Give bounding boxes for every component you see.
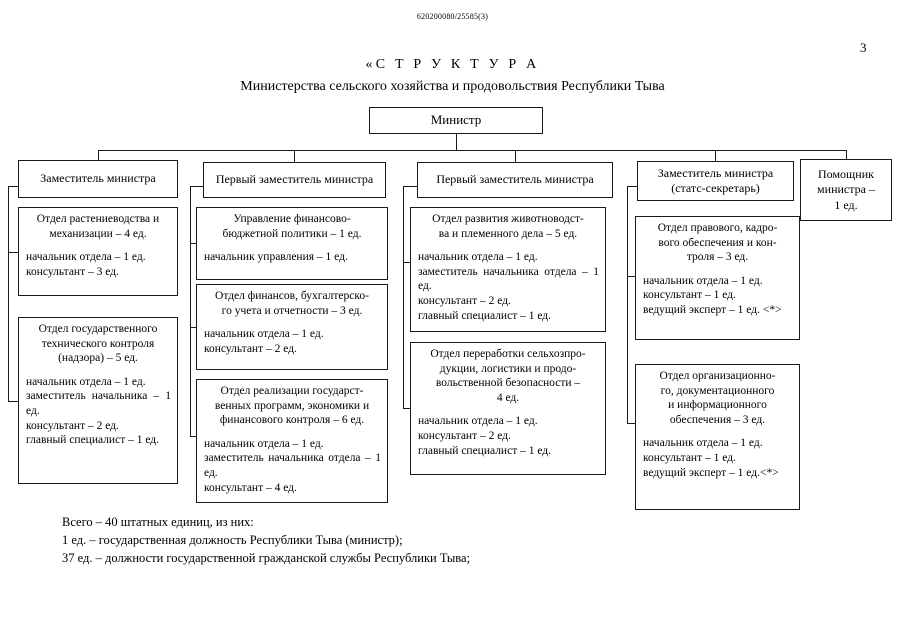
org-node-minister-assistant: Помощник министра – 1 ед.	[800, 159, 892, 221]
connector-line	[98, 150, 100, 161]
org-unit-box: Отдел реализации государст- венных прогр…	[196, 379, 388, 503]
connector-line	[403, 186, 418, 188]
connector-line	[8, 186, 10, 401]
org-node-label: Помощник министра – 1 ед.	[817, 167, 875, 212]
page-subtitle: Министерства сельского хозяйства и продо…	[240, 79, 665, 94]
staff-line: начальник отдела – 1 ед.	[418, 415, 538, 428]
org-unit-title: Отдел растениеводства и механизации – 4 …	[36, 213, 160, 240]
page-number: 3	[860, 40, 867, 55]
org-unit-title: Отдел реализации государст- венных прогр…	[214, 385, 370, 427]
staff-line: консультант – 1 ед.	[643, 289, 736, 302]
org-unit-title: Отдел финансов, бухгалтерско- го учета и…	[215, 290, 369, 317]
org-node-first-deputy-minister-2: Первый заместитель министра	[417, 162, 613, 198]
org-node-label: Первый заместитель министра	[215, 172, 374, 187]
org-unit-title: Отдел развития животноводст- ва и племен…	[432, 213, 584, 240]
connector-line	[294, 150, 296, 163]
document-code: 620200080/25585(3)	[416, 12, 489, 21]
staff-line: начальник отдела – 1 ед.	[204, 328, 324, 341]
connector-line	[190, 186, 192, 436]
connector-line	[8, 401, 19, 403]
org-node-label: Заместитель министра (статс-секретарь)	[657, 165, 774, 195]
connector-line	[190, 327, 197, 329]
staff-line: консультант – 2 ед.	[418, 429, 511, 442]
org-unit-box: Отдел переработки сельхозпро- дукции, ло…	[410, 342, 606, 475]
org-node-deputy-minister-1: Заместитель министра	[18, 160, 178, 198]
staff-line: консультант – 1 ед.	[643, 451, 736, 464]
staff-line: консультант – 3 ед.	[26, 265, 119, 278]
org-unit-staff-list: начальник отдела – 1 ед.консультант – 2 …	[411, 414, 605, 462]
org-unit-staff-list: начальник управления – 1 ед.	[197, 250, 387, 269]
connector-line	[403, 408, 411, 410]
staff-line: консультант – 2 ед.	[204, 342, 297, 355]
connector-line	[8, 252, 19, 254]
connector-line	[8, 186, 19, 188]
org-unit-title: Отдел организационно- го, документационн…	[659, 370, 776, 426]
connector-line	[515, 150, 517, 163]
staff-line: начальник отдела – 1 ед.	[26, 251, 146, 264]
org-node-deputy-minister-state-secretary: Заместитель министра (статс-секретарь)	[637, 161, 794, 201]
staff-line: 37 ед. – должности государственной гражд…	[62, 550, 471, 565]
staff-line: начальник отдела – 1 ед.	[643, 274, 763, 287]
org-unit-box: Отдел организационно- го, документационн…	[635, 364, 800, 510]
connector-line	[190, 436, 197, 438]
org-unit-box: Отдел финансов, бухгалтерско- го учета и…	[196, 284, 388, 370]
connector-line	[627, 276, 636, 278]
connector-line	[403, 262, 411, 264]
connector-line	[98, 150, 846, 152]
footer-notes: Всего – 40 штатных единиц, из них: 1 ед. …	[62, 514, 470, 567]
staff-line: консультант – 4 ед.	[204, 481, 297, 494]
org-unit-title: Управление финансово- бюджетной политики…	[222, 213, 362, 240]
staff-line: начальник отдела – 1 ед.	[204, 437, 324, 450]
staff-line: главный специалист – 1 ед.	[26, 434, 160, 447]
staff-line: ведущий эксперт – 1 ед. <*>	[643, 303, 782, 316]
connector-line	[403, 186, 405, 408]
staff-line: начальник управления – 1 ед.	[204, 251, 348, 264]
staff-line: заместитель начальника отдела – 1 ед.	[204, 452, 381, 479]
connector-line	[627, 186, 629, 423]
connector-line	[846, 150, 848, 160]
staff-line: главный специалист – 1 ед.	[418, 309, 552, 322]
org-unit-box: Отдел растениеводства и механизации – 4 …	[18, 207, 178, 296]
org-unit-title: Отдел переработки сельхозпро- дукции, ло…	[430, 348, 586, 404]
org-unit-title: Отдел правового, кадро- вого обеспечения…	[657, 222, 778, 264]
org-node-label: Первый заместитель министра	[436, 172, 594, 187]
connector-line	[715, 150, 717, 162]
org-unit-staff-list: начальник отдела – 1 ед. консультант – 1 …	[636, 274, 799, 322]
staff-line: ведущий эксперт – 1 ед.<*>	[643, 466, 779, 479]
staff-line: консультант – 2 ед.	[26, 419, 119, 432]
org-unit-staff-list: начальник отдела – 1 ед.консультант – 2 …	[197, 327, 387, 360]
org-unit-box: Отдел правового, кадро- вого обеспечения…	[635, 216, 800, 340]
connector-line	[627, 423, 636, 425]
staff-line: начальник отдела – 1 ед.	[643, 437, 763, 450]
staff-line: начальник отдела – 1 ед.	[26, 375, 146, 388]
staff-line: заместитель начальника отдела – 1 ед.	[418, 265, 599, 293]
staff-line: 1 ед. – государственная должность Респуб…	[62, 532, 403, 547]
page-title: «С Т Р У К Т У Р А	[365, 57, 540, 72]
org-unit-box: Отдел государственного технического конт…	[18, 317, 178, 484]
staff-line: Всего – 40 штатных единиц, из них:	[62, 515, 254, 529]
org-unit-staff-list: начальник отдела – 1 ед.консультант – 3 …	[19, 250, 177, 283]
org-node-label: Министр	[430, 112, 482, 128]
org-unit-staff-list: начальник отдела – 1 ед.заместитель нача…	[411, 250, 605, 327]
org-unit-staff-list: начальник отдела – 1 ед. заместитель нача…	[197, 437, 387, 499]
connector-line	[190, 243, 197, 245]
connector-line	[456, 134, 458, 150]
staff-line: главный специалист – 1 ед.	[418, 444, 552, 457]
staff-line: начальник отдела – 1 ед.	[418, 251, 538, 264]
connector-line	[627, 186, 638, 188]
staff-line: заместитель начальника – 1 ед.	[26, 390, 171, 417]
org-node-first-deputy-minister-1: Первый заместитель министра	[203, 162, 386, 198]
connector-line	[190, 186, 204, 188]
org-unit-title: Отдел государственного технического конт…	[38, 323, 158, 365]
org-node-minister: Министр	[369, 107, 543, 134]
org-node-label: Заместитель министра	[40, 171, 156, 186]
org-unit-staff-list: начальник отдела – 1 ед.консультант – 1 …	[636, 436, 799, 484]
org-unit-box: Управление финансово- бюджетной политики…	[196, 207, 388, 280]
staff-line: консультант – 2 ед.	[418, 294, 511, 307]
org-unit-box: Отдел развития животноводст- ва и племен…	[410, 207, 606, 332]
title-block: «С Т Р У К Т У Р А Министерства сельског…	[0, 57, 905, 95]
org-unit-staff-list: начальник отдела – 1 ед. заместитель нача…	[19, 375, 177, 452]
